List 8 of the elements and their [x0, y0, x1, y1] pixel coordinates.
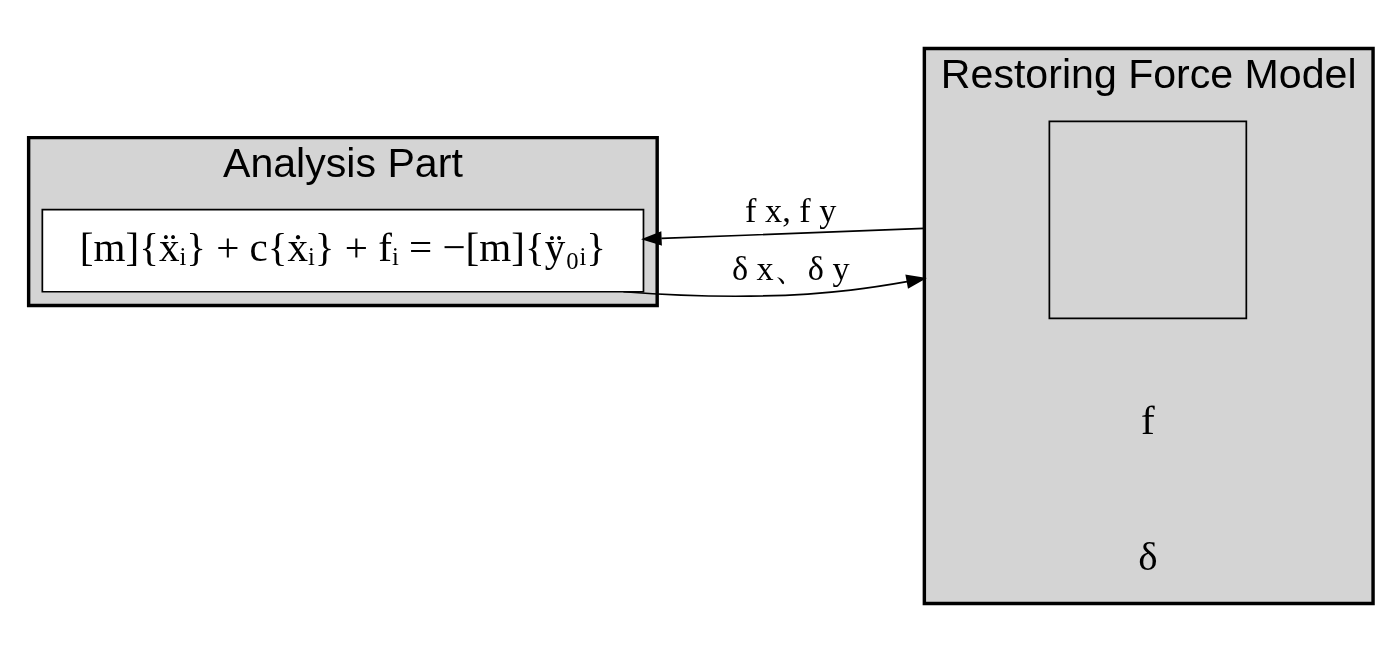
edge-label: δ x、δ y	[731, 248, 850, 287]
node-box	[1048, 120, 1248, 320]
arrow	[641, 227, 926, 246]
label: f	[1141, 397, 1155, 444]
edge-label: f x, f y	[745, 190, 837, 229]
arrow	[622, 274, 927, 298]
node-box: [m]{ẍᵢ} + c{ẋᵢ} + fᵢ = −[m]{ÿ₀ᵢ}	[41, 208, 645, 293]
label: δ	[1138, 532, 1158, 579]
